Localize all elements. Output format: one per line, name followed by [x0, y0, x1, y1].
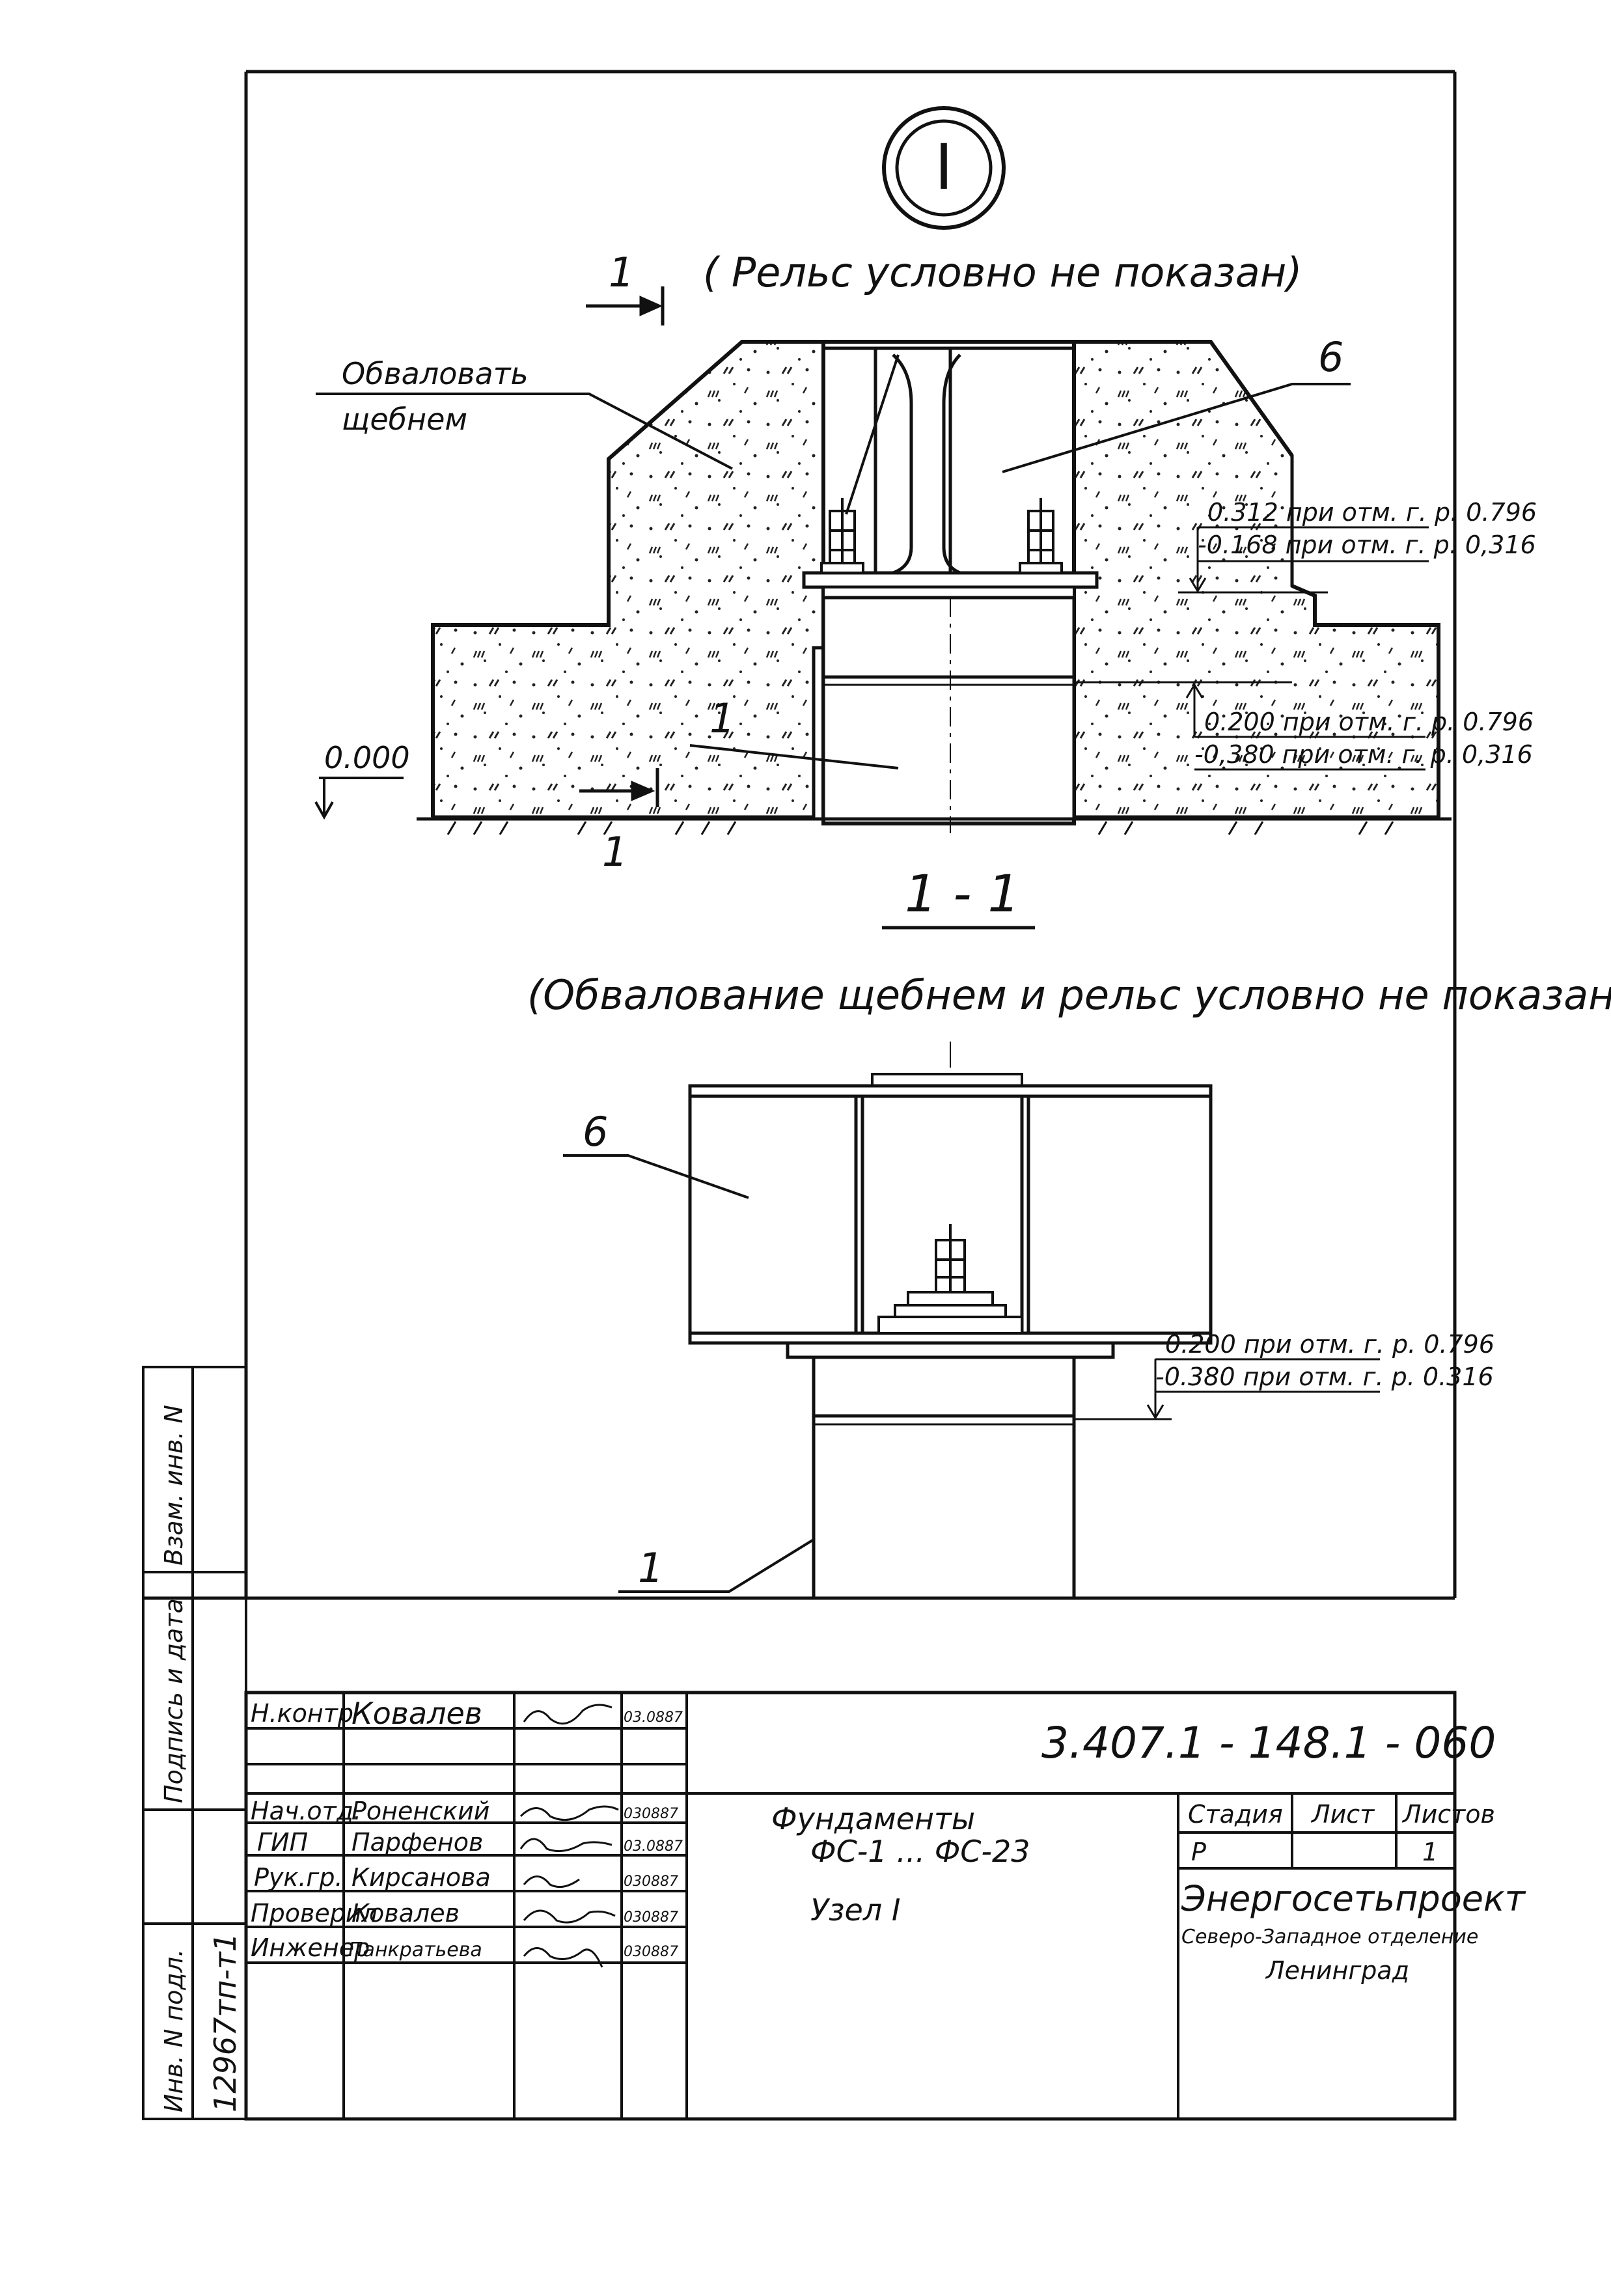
top-view: ( Рельс условно не показан) 1 — [314, 249, 1537, 876]
row-role: ГИП — [257, 1828, 308, 1857]
sheets-label: Листов — [1401, 1800, 1495, 1829]
callout-6-section: 6 — [583, 1108, 608, 1155]
row-name: Ковалев — [351, 1696, 482, 1731]
top-note: ( Рельс условно не показан) — [703, 249, 1302, 296]
callout-6-top: 6 — [1318, 333, 1343, 381]
node-marker: I — [882, 106, 1006, 230]
row-role: Нач.отд. — [251, 1797, 361, 1825]
org-branch: Северо-Западное отделение — [1181, 1926, 1478, 1948]
stamp-replace-label: Взам. инв. N — [159, 1405, 188, 1566]
anchor-bolt-section — [877, 1224, 1023, 1335]
elev-bottom-1: 0.200 при отм. г. р. 0.796 — [1204, 708, 1534, 736]
stamp-sign-label: Подпись и дата — [159, 1598, 188, 1803]
row-date: 030887 — [624, 1944, 678, 1960]
doc-number: 3.407.1 - 148.1 - 060 — [1041, 1718, 1496, 1768]
title-line-3: Узел I — [810, 1892, 900, 1928]
row-date: 030887 — [624, 1909, 678, 1926]
row-date: 03.0887 — [624, 1709, 683, 1726]
column-section — [812, 1355, 1076, 1600]
row-date: 030887 — [624, 1806, 678, 1822]
row-date: 030887 — [624, 1874, 678, 1890]
anchor-bolt-left — [820, 498, 864, 574]
elev-bottom-2: -0,380 при отм. г. р. 0,316 — [1194, 740, 1533, 769]
row-name: Роненский — [351, 1797, 489, 1825]
section-note: (Обвалование щебнем и рельс условно не п… — [527, 971, 1611, 1019]
anchor-bolt-right — [1019, 498, 1063, 574]
callout-gravel-2: щебнем — [342, 402, 467, 437]
section-elev-1: 0.200 при отм. г. р. 0.796 — [1165, 1330, 1494, 1359]
org-name: Энергосетьпроект — [1181, 1878, 1526, 1919]
node-label: I — [935, 131, 953, 204]
stage-value: Р — [1191, 1838, 1206, 1866]
row-role: Н.контр — [251, 1699, 353, 1728]
elev-top-2: -0.168 при отм. г. р. 0,316 — [1198, 531, 1536, 559]
title-line-2: ФС-1 ... ФС-23 — [810, 1834, 1030, 1869]
ground-hatch — [447, 821, 1394, 835]
row-role: Рук.гр. — [254, 1863, 343, 1892]
section-mark-bottom: 1 — [602, 828, 627, 876]
row-date: 03.0887 — [624, 1838, 683, 1855]
row-name: Кирсанова — [351, 1863, 491, 1892]
row-name: Ковалев — [351, 1899, 460, 1928]
elev-top-1: 0.312 при отм. г. р. 0.796 — [1207, 498, 1537, 527]
column — [821, 596, 1076, 821]
title-line-1: Фундаменты — [771, 1801, 975, 1836]
bolt-leader — [845, 354, 900, 515]
signatures — [519, 1704, 619, 1968]
stamp-inv-label: Инв. N подл. — [159, 1949, 188, 2112]
section-cut-top — [586, 286, 665, 325]
i-beam — [823, 346, 1074, 575]
row-name: Панкратьева — [348, 1939, 482, 1961]
section-mark-top: 1 — [609, 249, 634, 296]
section-view: 1 - 1 (Обвалование щебнем и рельс условн… — [527, 865, 1611, 1600]
stamp-inv-number: 12967тп-т1 — [208, 1933, 243, 2112]
ground-level: 0.000 — [324, 740, 410, 775]
callout-1-top: 1 — [709, 695, 735, 742]
stage-label: Стадия — [1188, 1800, 1283, 1829]
org-city: Ленинград — [1265, 1956, 1409, 1985]
sheets-value: 1 — [1422, 1838, 1438, 1866]
row-role: Инженер — [251, 1933, 370, 1962]
section-elev-2: -0.380 при отм. г. р. 0.316 — [1155, 1362, 1494, 1391]
section-title: 1 - 1 — [905, 865, 1020, 924]
callout-gravel-1: Обваловать — [342, 356, 529, 391]
callout-1-section: 1 — [638, 1544, 663, 1592]
row-name: Парфенов — [351, 1828, 483, 1857]
sheet-label: Лист — [1310, 1800, 1375, 1829]
title-block-grid — [244, 1691, 1457, 2121]
row-role: Проверил — [251, 1899, 378, 1928]
